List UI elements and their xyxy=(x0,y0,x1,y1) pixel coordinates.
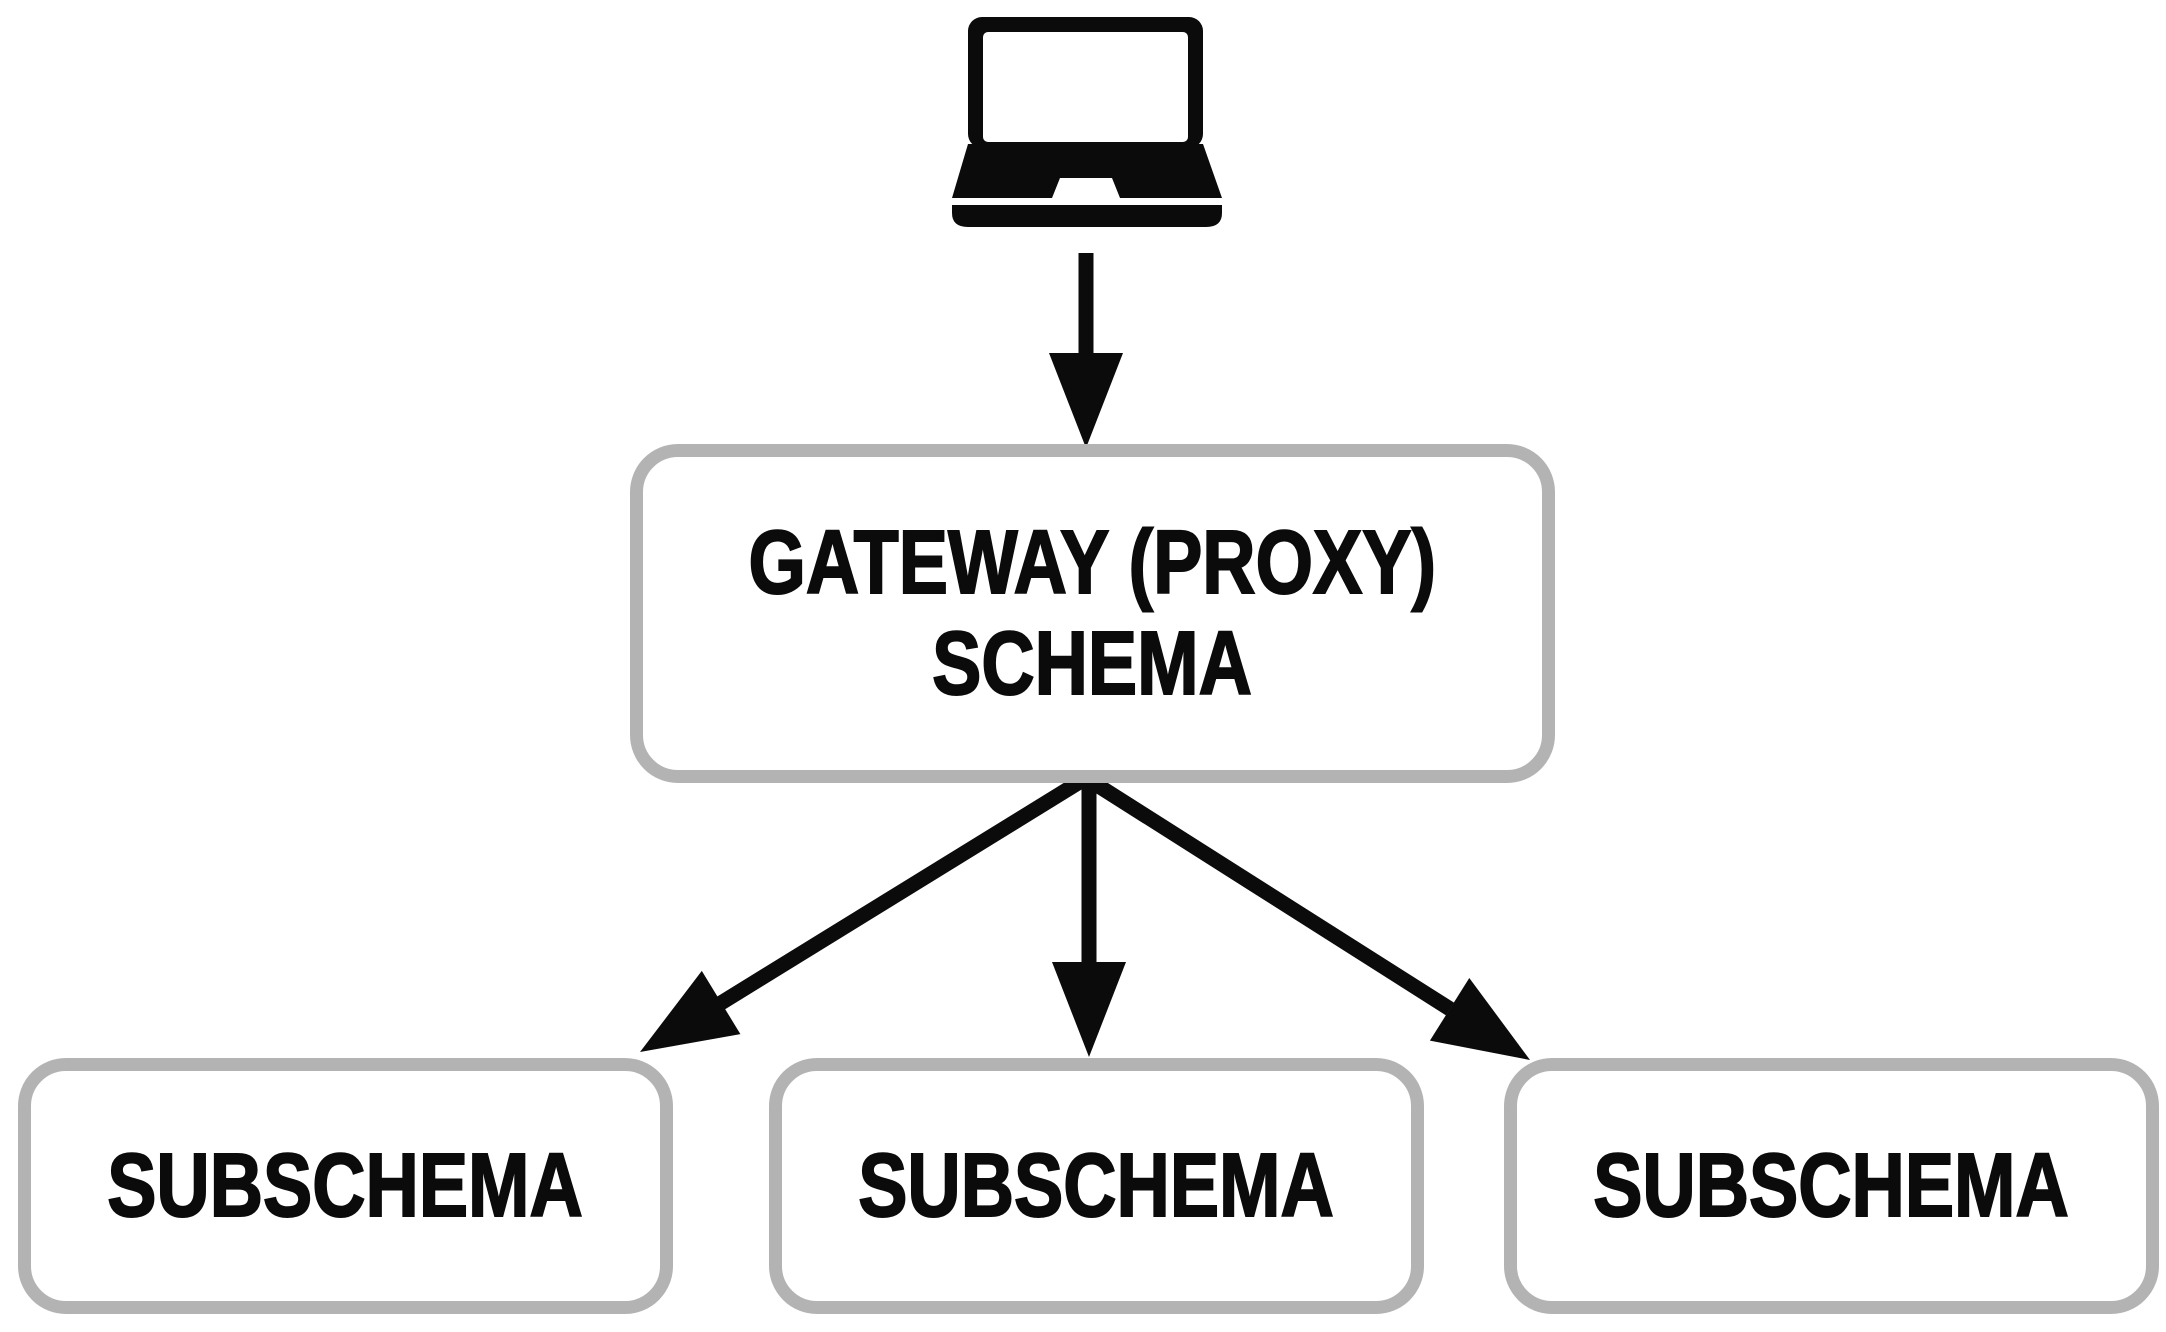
arrow-gateway-to-subschema-3 xyxy=(1081,771,1530,1060)
laptop-deck xyxy=(952,144,1222,198)
arrow-gateway-to-subschema-1 xyxy=(640,771,1090,1052)
laptop-screen xyxy=(983,32,1188,142)
laptop-notch xyxy=(1052,178,1120,198)
subschema-node-1: SUBSCHEMA xyxy=(18,1058,673,1314)
arrow-gateway-to-subschema-2 xyxy=(1052,778,1126,1057)
subschema-node-3: SUBSCHEMA xyxy=(1504,1058,2159,1314)
laptop-base xyxy=(952,205,1222,227)
subschema-label-3: SUBSCHEMA xyxy=(1593,1135,2070,1237)
gateway-label-line1: GATEWAY (PROXY) xyxy=(748,512,1437,614)
subschema-label-1: SUBSCHEMA xyxy=(107,1135,584,1237)
subschema-node-2: SUBSCHEMA xyxy=(769,1058,1424,1314)
arrow-client-to-gateway xyxy=(1049,253,1123,448)
gateway-label-line2: SCHEMA xyxy=(932,613,1253,715)
gateway-schema-node: GATEWAY (PROXY) SCHEMA xyxy=(630,444,1555,783)
laptop-icon xyxy=(952,17,1222,227)
subschema-label-2: SUBSCHEMA xyxy=(858,1135,1335,1237)
